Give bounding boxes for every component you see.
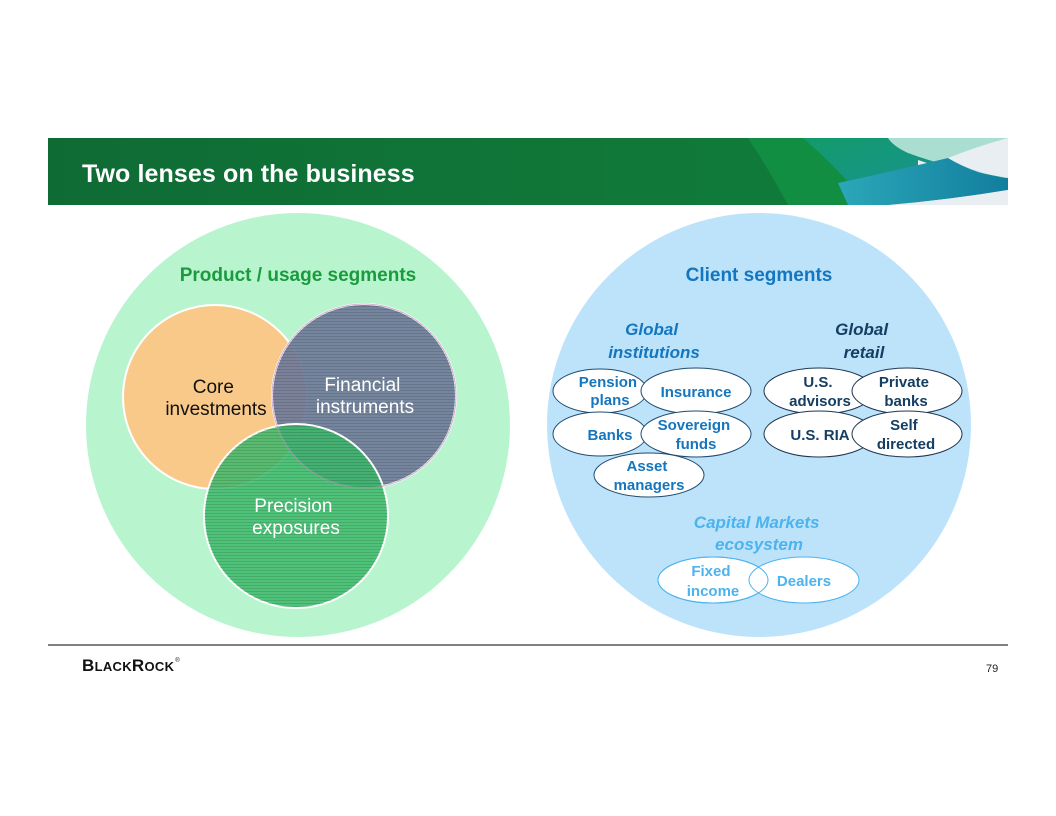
pension-plans-label: Pension plans — [579, 374, 642, 409]
client-segments-panel: Client segments Global institutions Pens… — [547, 213, 971, 637]
footer-divider — [48, 644, 1008, 646]
client-panel-title: Client segments — [686, 265, 833, 286]
self-directed-label: Self directed — [877, 417, 935, 453]
banner-background — [48, 138, 1008, 205]
precision-exposures-label: Precision exposures — [252, 496, 340, 539]
asset-managers-ellipse — [593, 452, 705, 498]
capital-markets-heading: Capital Markets ecosystem — [694, 513, 824, 554]
title-banner: Two lenses on the business — [48, 138, 1008, 205]
dealers-label: Dealers — [777, 573, 831, 590]
dealers-ellipse — [748, 556, 860, 604]
precision-exposures-stripes — [204, 424, 388, 608]
sovereign-funds-ellipse — [640, 410, 752, 458]
fixed-income-label: Fixed income — [687, 563, 740, 600]
fixed-income-outline — [657, 556, 769, 604]
page-number: 79 — [986, 663, 999, 675]
us-advisors-label: U.S. advisors — [789, 374, 851, 410]
asset-managers-label: Asset managers — [614, 458, 685, 494]
global-institutions-heading: Global institutions — [608, 320, 700, 362]
global-retail-heading: Global retail — [835, 320, 893, 362]
banks-label: Banks — [587, 427, 632, 444]
us-ria-label: U.S. RIA — [790, 427, 849, 444]
financial-instruments-label: Financial instruments — [316, 375, 414, 418]
sovereign-funds-label: Sovereign funds — [658, 417, 735, 453]
core-investments-label: Core investments — [165, 377, 266, 420]
registered-mark: ® — [175, 658, 180, 664]
global-retail-group: Global retail U.S. advisors Private bank… — [763, 320, 963, 458]
blackrock-logo: BLACKROCK® — [82, 656, 180, 675]
self-directed-ellipse — [851, 410, 963, 458]
product-panel-title: Product / usage segments — [180, 265, 417, 286]
client-panel-background — [547, 213, 971, 637]
capital-markets-group: Capital Markets ecosystem Fixed income D… — [657, 513, 860, 604]
insurance-label: Insurance — [661, 384, 732, 401]
page-title: Two lenses on the business — [82, 160, 415, 188]
global-institutions-group: Global institutions Pension plans Insura… — [552, 320, 752, 498]
product-usage-panel: Product / usage segments Core investment… — [86, 213, 510, 637]
financial-instruments-outline — [271, 303, 457, 489]
private-banks-label: Private banks — [879, 374, 933, 410]
